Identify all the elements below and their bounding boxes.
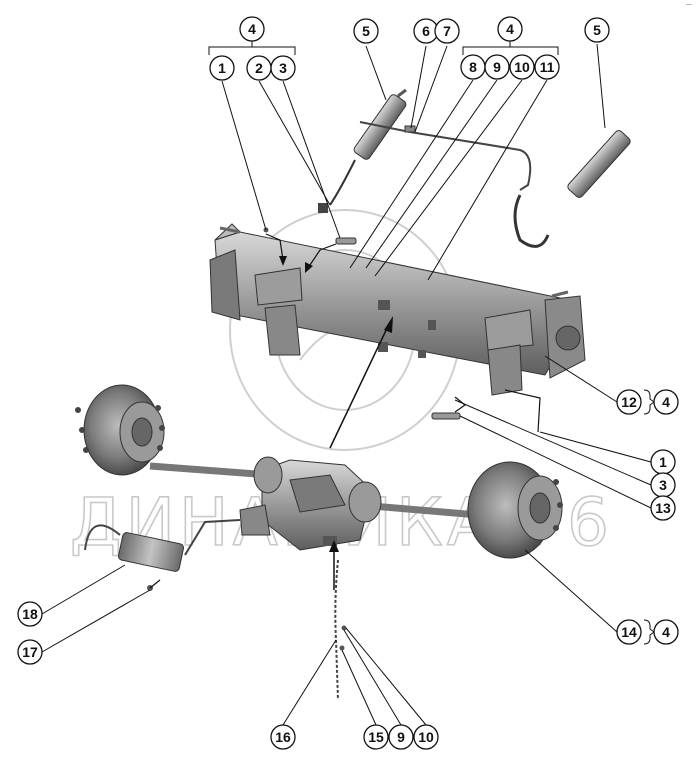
wheel-hub-right [467,461,563,559]
callout-5-top-left: 5 [353,18,379,44]
corner-mark: — [686,2,692,8]
svg-text:4: 4 [248,21,256,37]
differential-housing [239,456,382,551]
callout-3-right: 3 [650,472,676,498]
callout-15: 15 [363,724,389,750]
callout-3-top: 3 [270,55,296,81]
callout-2-top: 2 [246,55,272,81]
svg-text:12: 12 [621,394,637,410]
svg-text:4: 4 [662,624,670,640]
pin-13 [431,412,461,420]
svg-text:1: 1 [659,454,667,470]
assembly-arrows [149,233,541,590]
brace-12 [643,389,655,415]
callout-10-bottom: 10 [413,724,439,750]
hydraulic-cylinder-right [567,130,631,198]
brace-14 [643,619,655,645]
svg-text:3: 3 [659,477,667,493]
chain [334,559,347,701]
svg-text:15: 15 [368,729,384,745]
svg-text:4: 4 [506,21,514,37]
callout-9-top: 9 [484,54,510,80]
svg-text:16: 16 [275,729,291,745]
callout-9-bottom: 9 [388,724,414,750]
svg-text:18: 18 [22,606,38,622]
callout-4-top-left: 4 [239,16,265,42]
svg-text:2: 2 [255,60,263,76]
svg-text:5: 5 [593,22,601,38]
svg-text:9: 9 [397,729,405,745]
callout-8: 8 [460,54,486,80]
callout-4-group-12: 4 [653,389,679,415]
svg-text:4: 4 [662,394,670,410]
hydraulic-hose [329,121,550,248]
callout-4-top-right: 4 [497,16,523,42]
callout-11: 11 [534,54,560,80]
callout-1-top: 1 [209,55,235,81]
svg-text:5: 5 [362,23,370,39]
svg-text:8: 8 [469,59,477,75]
svg-text:7: 7 [443,23,451,39]
svg-text:9: 9 [493,59,501,75]
callout-1-right: 1 [650,449,676,475]
callout-10-top: 10 [509,54,535,80]
callout-4-group-14: 4 [653,619,679,645]
axle-beam [209,223,586,396]
callout-16: 16 [270,724,296,750]
hydraulic-motor [84,519,241,591]
svg-text:14: 14 [621,624,637,640]
svg-text:6: 6 [422,23,430,39]
callout-7: 7 [434,18,460,44]
svg-text:10: 10 [418,729,434,745]
leader-lines [41,40,652,726]
callout-13: 13 [650,495,676,521]
svg-text:10: 10 [514,59,530,75]
wheel-hub-left [75,384,165,476]
callout-12: 12 [616,389,642,415]
callout-5-top-right: 5 [584,17,610,43]
svg-text:11: 11 [540,59,555,75]
svg-text:1: 1 [218,60,226,76]
svg-text:17: 17 [22,644,38,660]
callout-17: 17 [17,639,43,665]
callout-14: 14 [616,619,642,645]
callout-18: 18 [17,601,43,627]
svg-text:3: 3 [279,60,287,76]
svg-text:13: 13 [655,500,671,516]
